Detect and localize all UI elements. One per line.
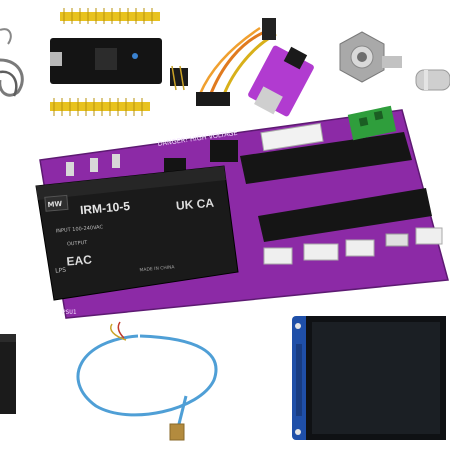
microcontroller-board [50, 8, 188, 116]
pipe-fittings [339, 31, 450, 91]
psu-output-line: OUTPUT [67, 240, 89, 248]
mw-logo [44, 194, 69, 212]
psu-lps-mark: LPS [55, 267, 67, 275]
usb-serial-adapter [248, 45, 314, 117]
psu-eac-mark: EAC [66, 252, 93, 268]
psu-country-line: MADE IN CHINA [139, 264, 175, 273]
psu-model: IRM-10-5 [79, 199, 130, 217]
black-enclosure [0, 334, 16, 414]
temperature-probe [76, 321, 218, 441]
psu-ukca-mark: UK CA [175, 196, 214, 213]
psu-input-line: INPUT 100-240VAC [56, 224, 104, 234]
psu-module [35, 165, 239, 301]
jumper-wires [196, 18, 277, 106]
silkscreen-psu-label: PSU1 [62, 309, 77, 316]
tft-display-module [292, 316, 446, 440]
cable-bundle [0, 28, 24, 97]
psu-brand: MW [47, 200, 63, 209]
